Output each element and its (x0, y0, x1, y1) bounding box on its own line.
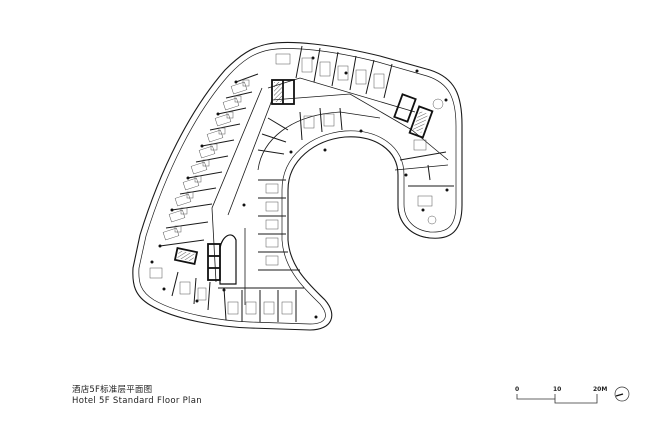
core-north-west (271, 79, 295, 105)
core-north-west-stair (274, 82, 282, 102)
rooms-west-outer (159, 73, 259, 247)
room-furniture-south (149, 267, 293, 315)
core-south-west-stair (177, 250, 195, 262)
core-south-west (173, 243, 221, 281)
scale-bar-graphic (516, 394, 598, 404)
drawing-title-cn: 酒店5F标准层平面图 (72, 385, 153, 395)
rooms-south (171, 271, 304, 322)
corridor-walls (211, 77, 449, 305)
rounded-lobby-void (219, 234, 237, 285)
room-furniture-inner (265, 113, 335, 266)
scale-label-10: 10 (553, 386, 562, 393)
core-east (393, 93, 434, 139)
scale-label-0: 0 (515, 386, 520, 393)
building-outline (132, 41, 463, 331)
scale-label-20: 20M (593, 386, 608, 393)
rooms-north (295, 45, 393, 99)
drawing-title-en: Hotel 5F Standard Floor Plan (72, 396, 202, 406)
structural-columns (150, 56, 449, 319)
room-furniture-north (275, 53, 385, 89)
rooms-east (399, 151, 454, 187)
drawing-caption: 酒店5F标准层平面图 Hotel 5F Standard Floor Plan (72, 385, 202, 407)
room-furniture-west (162, 79, 250, 241)
north-arrow-icon (614, 386, 630, 402)
rooms-inner-ring (257, 107, 343, 271)
core-east-stair (412, 110, 429, 133)
room-furniture-east (413, 98, 444, 225)
scale-bar: 0 10 20M (515, 386, 615, 406)
courtyard-outline (397, 204, 431, 239)
